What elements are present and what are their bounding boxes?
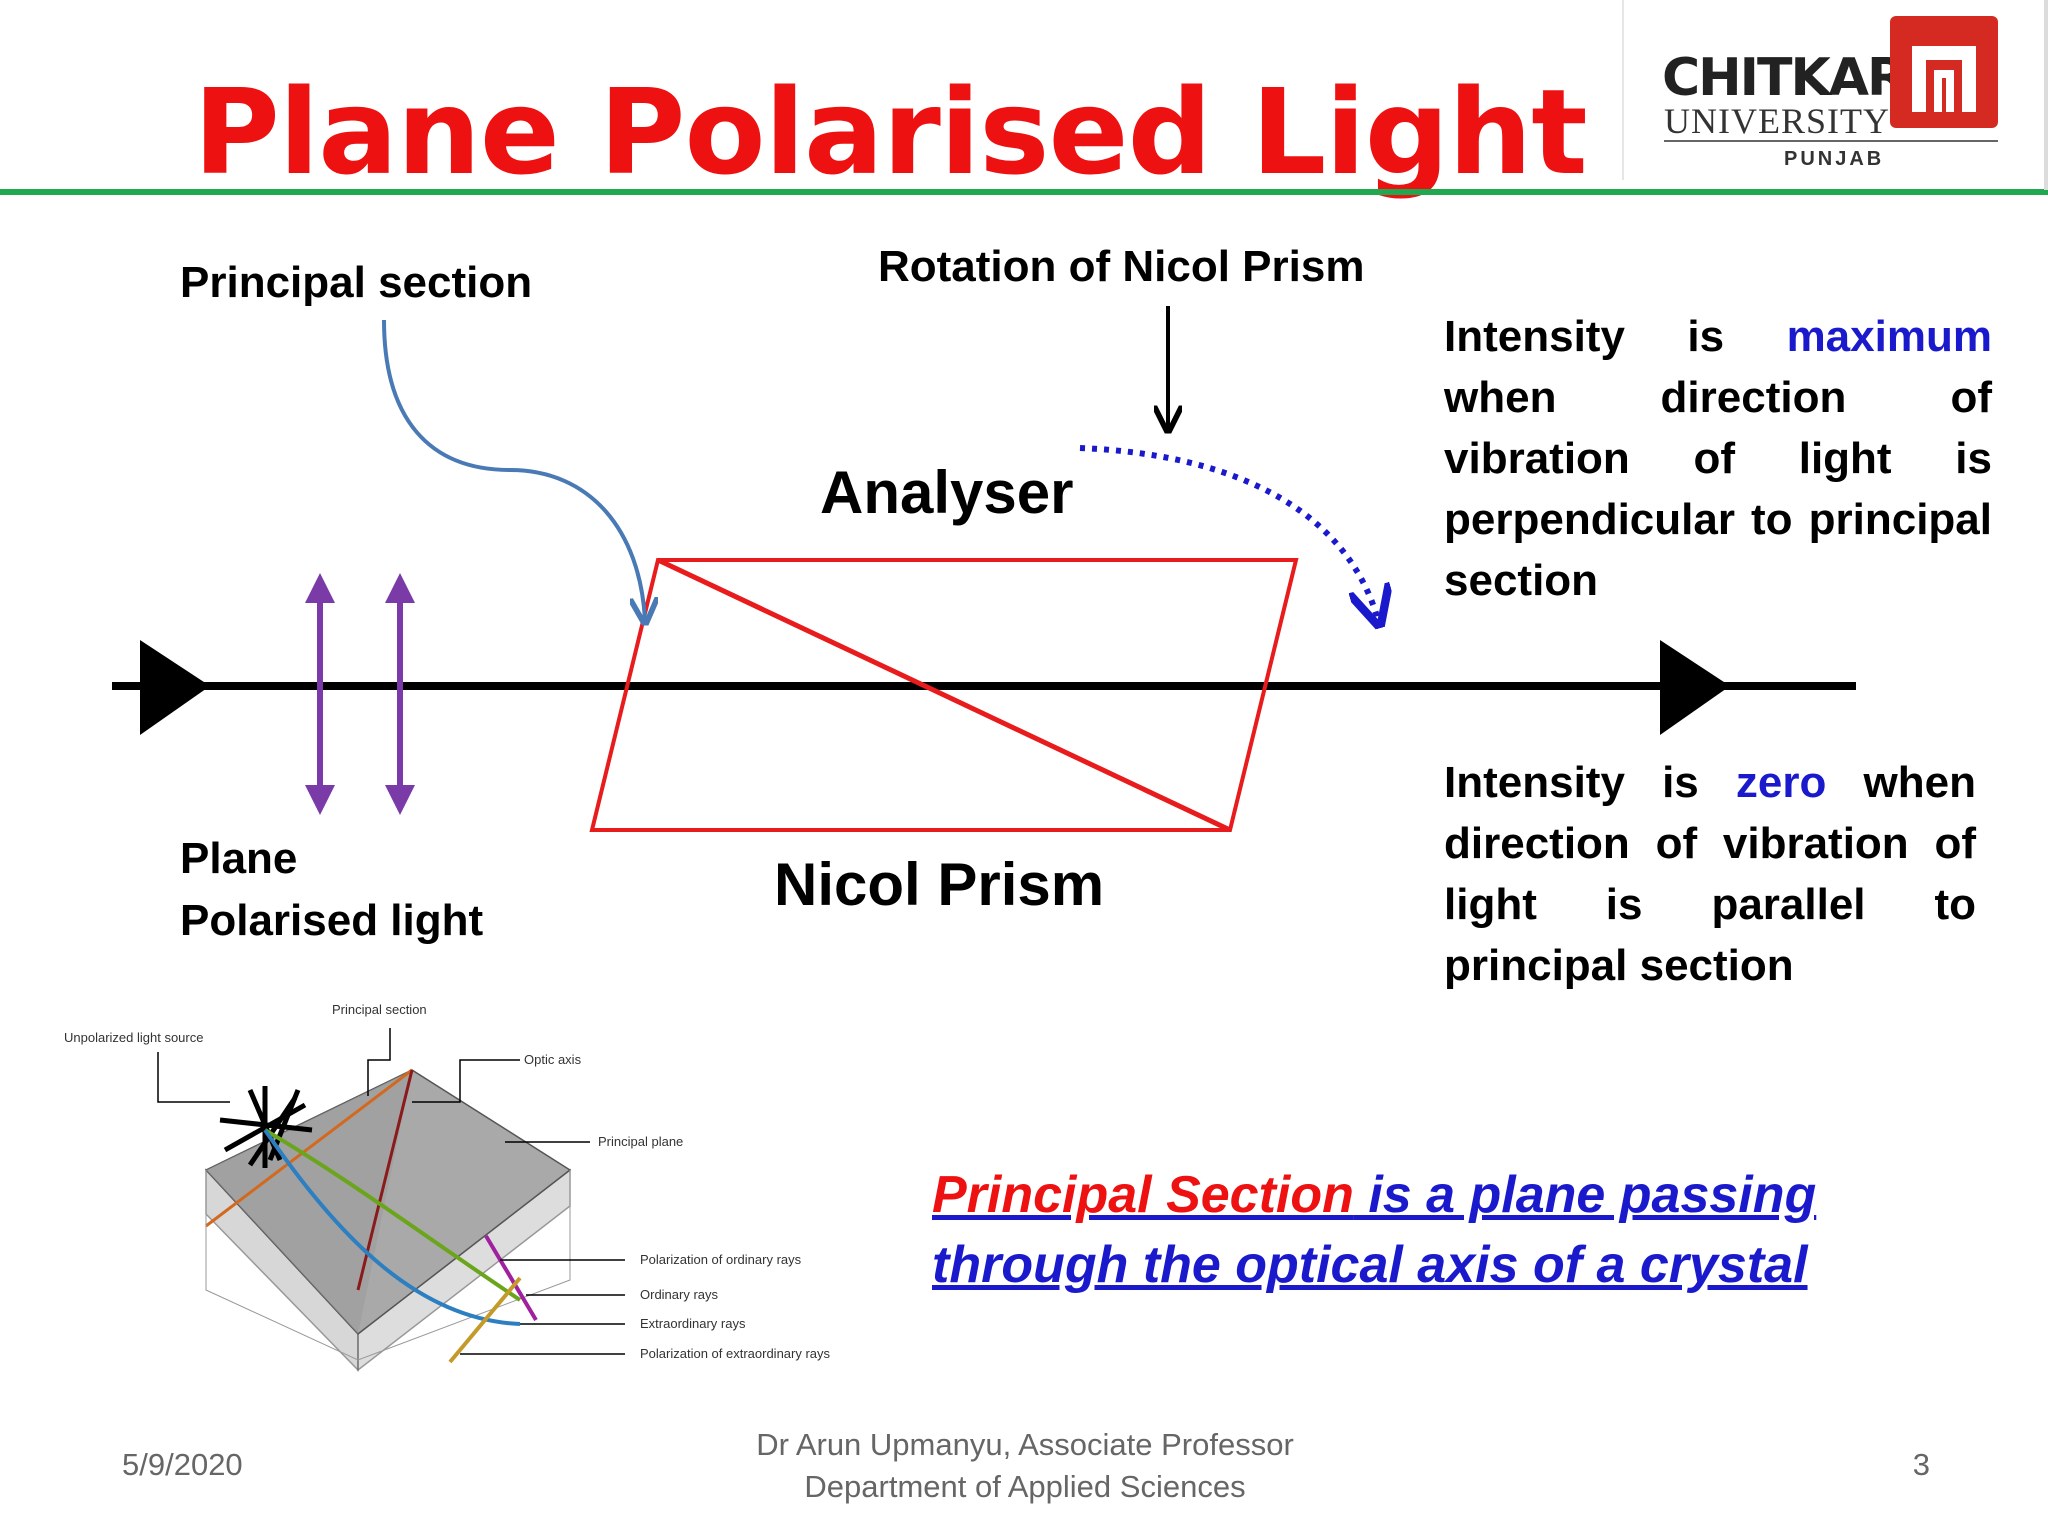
logo-mark-icon [1890,16,1998,128]
fig-principal-section-label: Principal section [332,1002,427,1017]
ray-direction-icon [140,640,210,735]
slide-title: Plane Polarised Light [193,63,1587,201]
logo-place: PUNJAB [1784,148,1885,170]
principal-section-label: Principal section [180,258,533,307]
logo-subtitle: UNIVERSITY [1664,101,1890,141]
fig-pol-ordinary-label: Polarization of ordinary rays [640,1252,802,1267]
light-source-icon [219,1086,313,1168]
plane-label: Plane [180,834,298,883]
footer-date: 5/9/2020 [122,1447,243,1482]
fig-extraordinary-label: Extraordinary rays [640,1316,746,1331]
logo-separator [1622,0,1624,180]
fig-principal-plane-label: Principal plane [598,1134,683,1149]
logo-rule [1664,140,1998,142]
fig-unpolarized-label: Unpolarized light source [64,1030,203,1045]
page-number: 3 [1912,1447,1930,1482]
zero-highlight: zero [1735,758,1827,807]
definition-term: Principal Section [932,1166,1354,1224]
principal-section-definition: Principal Section is a plane passing thr… [932,1160,1982,1300]
fig-optic-axis-label: Optic axis [524,1052,582,1067]
header-divider [0,189,2048,195]
logo-edge [2044,0,2048,190]
calcite-crystal-figure: Unpolarized light source Principal secti… [64,1002,831,1372]
intensity-zero-text: Intensity is zero when direction of vibr… [1444,758,1976,990]
fig-ordinary-label: Ordinary rays [640,1287,719,1302]
fig-pol-extraordinary-label: Polarization of extraordinary rays [640,1346,831,1361]
prism-diagonal [656,557,1232,833]
maximum-highlight: maximum [1786,312,1992,361]
analyser-label: Analyser [820,459,1074,526]
footer-author: Dr Arun Upmanyu, Associate Professor [756,1427,1294,1462]
rotation-label: Rotation of Nicol Prism [878,242,1365,291]
footer-department: Department of Applied Sciences [804,1469,1246,1504]
rotation-direction-arrow [1079,445,1378,620]
intensity-maximum-text: Intensity is maximum when direction of v… [1444,312,1992,605]
principal-section-arrow [382,319,645,620]
nicol-prism-label: Nicol Prism [774,851,1105,918]
polarised-light-label: Polarised light [180,896,484,945]
definition-body: is a plane passing through the optical a… [932,1166,1817,1294]
ray-direction-icon [1660,640,1730,735]
